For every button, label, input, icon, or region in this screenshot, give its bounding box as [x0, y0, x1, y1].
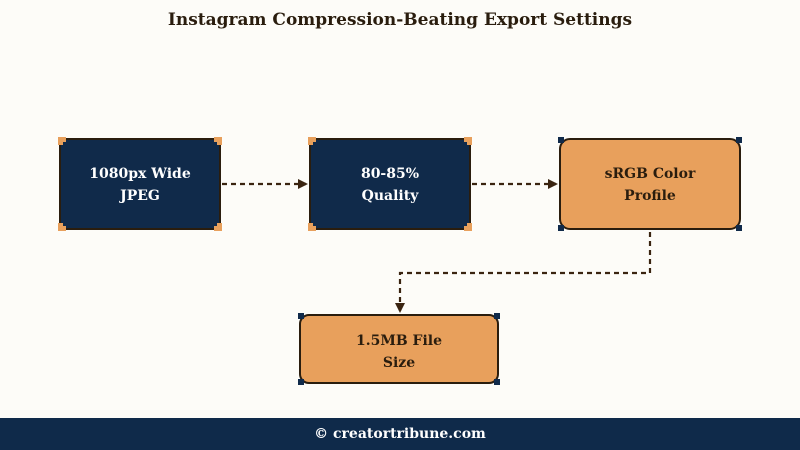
node-3-line-2: Profile — [624, 188, 676, 204]
node-1-5mb-file-size: 1.5MB File Size — [298, 313, 500, 385]
node-srgb-color-profile: sRGB Color Profile — [558, 137, 742, 231]
node-4-line-1: 1.5MB File — [356, 333, 442, 349]
footer-bar: © creatortribune.com — [0, 418, 800, 450]
node-1080px-wide-jpeg: 1080px Wide JPEG — [58, 137, 222, 231]
arrow-srgb-to-filesize — [395, 232, 652, 313]
diagram-title: Instagram Compression-Beating Export Set… — [167, 10, 633, 30]
node-80-85-quality: 80-85% Quality — [308, 137, 472, 231]
corner-accents — [558, 137, 742, 231]
node-1-line-2: JPEG — [118, 188, 160, 204]
corner-accents — [58, 137, 222, 231]
node-1-line-1: 1080px Wide — [89, 166, 191, 182]
flow-diagram: 1080px Wide JPEG 80-85% Quality sRGB Col… — [58, 137, 742, 385]
node-3-line-1: sRGB Color — [605, 166, 696, 182]
corner-accents — [298, 313, 500, 385]
footer-credit[interactable]: © creatortribune.com — [314, 426, 486, 442]
node-4-line-2: Size — [383, 355, 415, 371]
node-2-line-1: 80-85% — [361, 166, 419, 182]
corner-accents — [308, 137, 472, 231]
node-2-line-2: Quality — [362, 188, 420, 204]
